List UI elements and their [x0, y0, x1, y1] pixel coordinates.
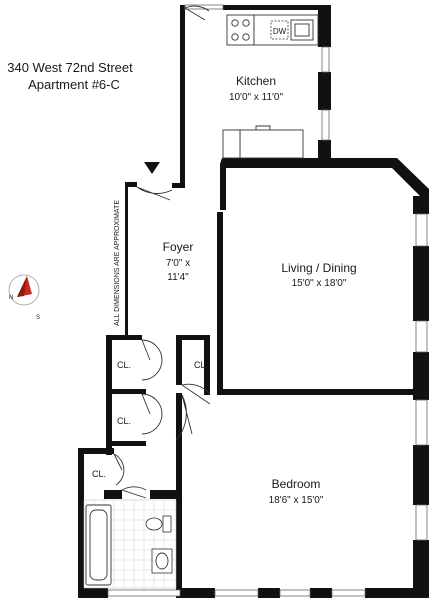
foyer-dims-line-1: 7'0" x — [166, 258, 190, 269]
entry-arrow-icon — [144, 162, 160, 174]
foyer-name: Foyer — [163, 240, 194, 254]
dishwasher-icon — [270, 20, 289, 40]
bedroom-dims: 18'6" x 15'0" — [269, 495, 324, 506]
walls — [78, 5, 429, 598]
kitchen-counter — [239, 129, 304, 159]
dishwasher-label: DW — [273, 27, 287, 36]
bathtub-icon — [85, 504, 112, 586]
kitchen-dims: 10'0" x 11'0" — [229, 92, 284, 103]
address-line-2: Apartment #6-C — [28, 77, 120, 92]
closet-label: CL. — [117, 360, 131, 370]
compass-icon: N S — [8, 274, 40, 321]
bathroom-fixtures — [83, 499, 177, 589]
address-line-1: 340 West 72nd Street — [7, 60, 133, 75]
toilet-icon — [162, 515, 172, 533]
closet-label: CL. — [117, 416, 131, 426]
windows — [107, 4, 428, 597]
living-dining-name: Living / Dining — [281, 261, 356, 275]
compass-south-label: S — [36, 315, 40, 321]
kitchen-name: Kitchen — [236, 74, 276, 88]
bedroom-name: Bedroom — [272, 477, 321, 491]
closet-label: CL. — [92, 469, 106, 479]
kitchen-fixtures: DW — [222, 14, 319, 159]
dimensions-disclaimer: ALL DIMENSIONS ARE APPROXIMATE — [114, 200, 121, 326]
doors — [113, 5, 211, 499]
closet-label: CL. — [194, 360, 208, 370]
living-dining-dims: 15'0" x 18'0" — [292, 278, 347, 289]
stove-icon — [226, 14, 255, 46]
compass-north-label: N — [9, 295, 13, 301]
foyer-dims-line-2: 11'4" — [167, 272, 189, 283]
bath-sink-icon — [151, 548, 173, 574]
sink-icon — [290, 19, 314, 41]
